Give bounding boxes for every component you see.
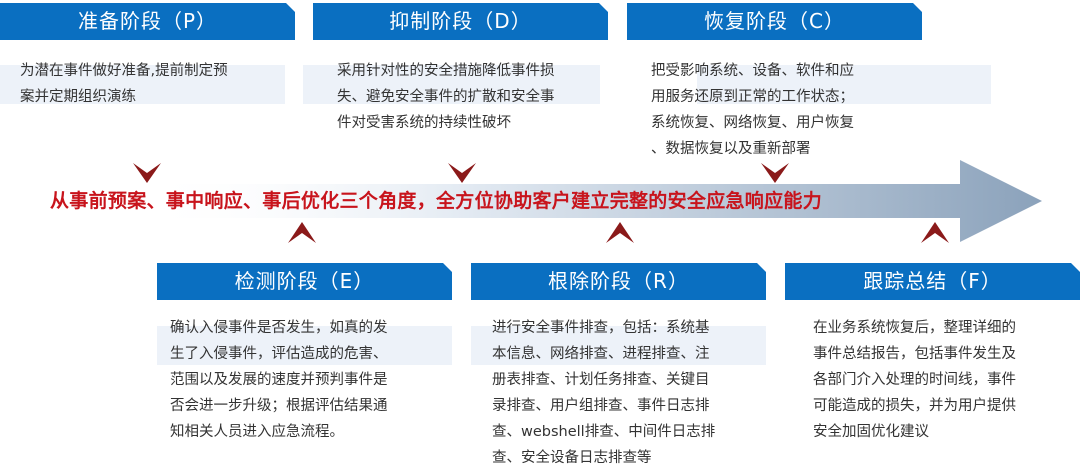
desc-line: 、数据恢复以及重新部署 <box>651 141 811 157</box>
desc-line: 件对受害系统的持续性破坏 <box>337 115 511 131</box>
chevron-up-icon <box>288 222 316 243</box>
desc-line: 案并定期组织演练 <box>20 89 136 105</box>
desc-line: 事件总结报告，包括事件发生及 <box>813 346 1016 362</box>
phase-desc-recovery: 把受影响系统、设备、软件和应用服务还原到正常的工作状态； 系统恢复、网络恢复、用户… <box>651 58 854 162</box>
desc-line: 册表排查、计划任务排查、关键目 <box>492 372 710 388</box>
phase-desc-preparation: 为潜在事件做好准备,提前制定预案并定期组织演练 <box>20 58 228 110</box>
desc-line: 本信息、网络排查、进程排查、注 <box>492 346 710 362</box>
desc-line: 为潜在事件做好准备,提前制定预 <box>20 63 228 79</box>
desc-line: 查、webshell排查、中间件日志排 <box>492 424 716 440</box>
phase-header-detection: 检测阶段（E） <box>157 263 452 300</box>
desc-line: 查、安全设备日志排查等 <box>492 450 652 466</box>
chevron-up-icon <box>606 222 634 243</box>
phase-header-followup: 跟踪总结（F） <box>785 263 1080 300</box>
desc-line: 用服务还原到正常的工作状态； <box>651 89 854 105</box>
desc-line: 把受影响系统、设备、软件和应 <box>651 63 854 79</box>
phase-header-recovery: 恢复阶段（C） <box>627 3 922 40</box>
desc-line: 确认入侵事件是否发生，如真的发 <box>170 320 388 336</box>
desc-line: 范围以及发展的速度并预判事件是 <box>170 372 388 388</box>
slogan: 从事前预案、事中响应、事后优化三个角度，全方位协助客户建立完整的安全应急响应能力 <box>50 190 823 212</box>
chevron-down-icon <box>761 163 789 183</box>
chevron-up-icon <box>921 222 949 243</box>
phase-desc-detection: 确认入侵事件是否发生，如真的发生了入侵事件，评估造成的危害、范围以及发展的速度并… <box>170 315 388 445</box>
desc-line: 录排查、用户组排查、事件日志排 <box>492 398 710 414</box>
phase-desc-eradication: 进行安全事件排查，包括：系统基本信息、网络排查、进程排查、注册表排查、计划任务排… <box>492 315 715 471</box>
desc-line: 生了入侵事件，评估造成的危害、 <box>170 346 388 362</box>
chevron-down-icon <box>448 163 476 183</box>
phase-desc-followup: 在业务系统恢复后，整理详细的事件总结报告，包括事件发生及各部门介入处理的时间线，… <box>813 315 1016 445</box>
phase-header-eradication: 根除阶段（R） <box>471 263 766 300</box>
desc-line: 进行安全事件排查，包括：系统基 <box>492 320 710 336</box>
desc-line: 可能造成的损失，并为用户提供 <box>813 398 1016 414</box>
desc-line: 安全加固优化建议 <box>813 424 929 440</box>
desc-line: 系统恢复、网络恢复、用户恢复 <box>651 115 854 131</box>
desc-line: 失、避免安全事件的扩散和安全事 <box>337 89 555 105</box>
phase-header-preparation: 准备阶段（P） <box>0 3 295 40</box>
desc-line: 知相关人员进入应急流程。 <box>170 424 344 440</box>
desc-line: 在业务系统恢复后，整理详细的 <box>813 320 1016 336</box>
desc-line: 各部门介入处理的时间线，事件 <box>813 372 1016 388</box>
phase-header-containment: 抑制阶段（D） <box>313 3 608 40</box>
phase-desc-containment: 采用针对性的安全措施降低事件损失、避免安全事件的扩散和安全事件对受害系统的持续性… <box>337 58 555 136</box>
chevron-down-icon <box>133 163 161 183</box>
desc-line: 采用针对性的安全措施降低事件损 <box>337 63 555 79</box>
desc-line: 否会进一步升级；根据评估结果通 <box>170 398 388 414</box>
